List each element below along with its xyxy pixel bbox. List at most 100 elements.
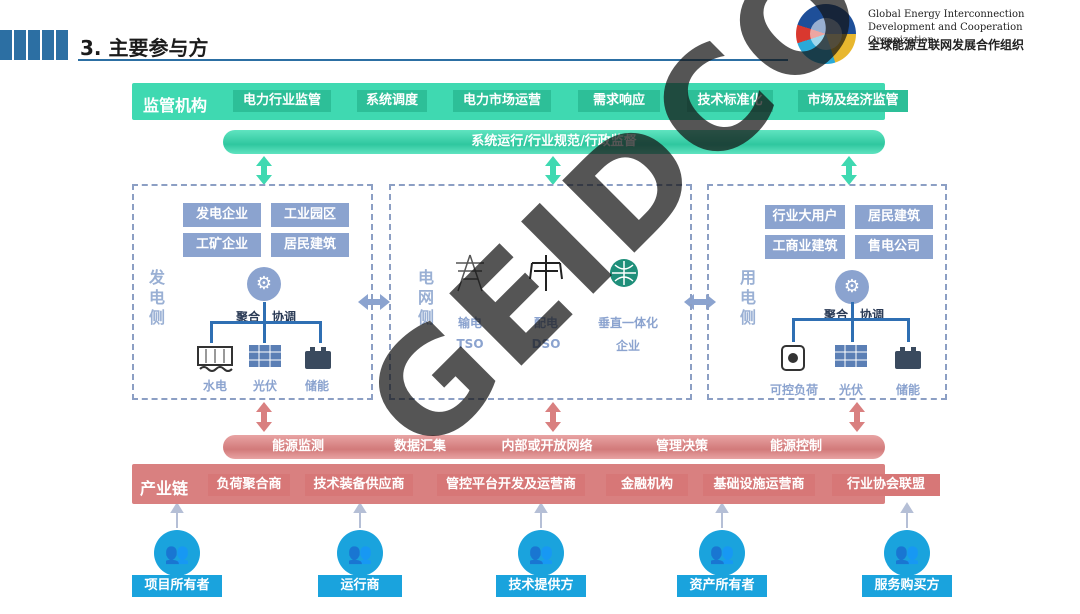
grid-label-char: 网 [417,288,434,307]
state-grid-icon [610,259,638,287]
regulator-label: 监管机构 [143,96,208,115]
participant-label: 运行商 [318,575,402,597]
connector [319,321,322,343]
generation-label: 发 电 侧 [147,268,167,328]
grid-label-char: 电 [417,268,434,287]
grid-label-char: 侧 [417,308,434,327]
industry-label: 产业链 [140,479,189,498]
regulator-item: 技术标准化 [687,90,773,112]
distribution-pole-icon [529,255,563,291]
participant-label: 服务购买方 [862,575,952,597]
red-pipe-item: 能源监测 [271,439,324,454]
connector [263,321,266,343]
connector [263,302,266,322]
industry-item: 金融机构 [606,474,688,496]
connector [907,318,910,342]
consumption-label: 用 电 侧 [738,268,758,328]
battery-icon [895,347,921,369]
industry-item: 负荷聚合商 [208,474,290,496]
industry-item: 管控平台开发及运营商 [437,474,585,496]
generation-tile: 工矿企业 [183,233,261,257]
consumption-box [707,184,947,400]
red-pipe-item: 能源控制 [769,439,822,454]
page-title: 3. 主要参与方 [80,36,209,60]
connector [210,321,213,343]
red-pipe [223,435,885,459]
participant-label: 技术提供方 [496,575,586,597]
logo-highlight [810,18,842,50]
device-label: 光伏 [838,383,863,397]
red-arrows [256,402,865,432]
gear-icon: ⚙ [835,270,869,304]
red-pipe-item: 内部或开放网络 [501,439,593,454]
generation-label-char: 发 [148,268,165,287]
people-arrows [170,502,914,528]
controllable-load-icon [781,345,805,371]
generation-label-char: 侧 [148,308,165,327]
generation-tile: 发电企业 [183,203,261,227]
consumption-tile: 居民建筑 [855,205,933,229]
transmission-tower-icon [456,254,484,292]
industry-item: 基础设施运营商 [703,474,815,496]
device-label: 储能 [304,379,329,393]
connector [851,318,854,342]
grid-item-name: 垂直一体化 [597,316,658,330]
grid-item-code: 企业 [615,339,640,353]
gear-icon: ⚙ [247,267,281,301]
user-icon: 👥 [337,530,383,576]
participant-label: 资产所有者 [677,575,767,597]
grid-item-code: DSO [531,337,561,351]
consumption-tile: 工商业建筑 [765,235,845,259]
generation-tile: 工业园区 [271,203,349,227]
grid-item-code: TSO [456,337,484,351]
grid-item: 配电 DSO [516,314,576,351]
generation-box [132,184,373,400]
grid-item: 垂直一体化企业 [588,314,668,354]
industry-item: 行业协会联盟 [832,474,940,496]
device-label: 可控负荷 [769,383,818,397]
green-pipe: 系统运行/行业规范/行政监督 [223,130,885,154]
battery-icon [305,347,331,369]
hydro-icon [197,346,233,372]
solar-panel-icon [249,345,281,367]
device-label: 光伏 [252,379,277,393]
user-icon: 👥 [699,530,745,576]
grid-label: 电 网 侧 [416,268,436,328]
grid-item-name: 输电 [457,316,482,330]
consumption-label-char: 侧 [739,308,756,327]
connector [851,302,854,320]
org-name-en: Global Energy Interconnection Developmen… [868,8,1080,47]
header-decoration [0,30,68,60]
connector [792,318,795,342]
regulator-item: 系统调度 [357,90,427,112]
regulator-item: 市场及经济监管 [798,90,908,112]
red-pipe-item: 数据汇集 [393,439,446,454]
coordinate-label: 协调 [272,310,297,324]
org-name-cn: 全球能源互联网发展合作组织 [868,38,1025,52]
solar-panel-icon [835,345,867,367]
header-divider [78,59,788,61]
org-name-en-line1: Global Energy Interconnection [868,9,1025,20]
industry-item: 技术装备供应商 [305,474,413,496]
generation-tile: 居民建筑 [271,233,349,257]
consumption-tile: 售电公司 [855,235,933,259]
regulator-item: 电力行业监管 [233,90,331,112]
user-icon: 👥 [518,530,564,576]
regulator-item: 需求响应 [578,90,660,112]
green-arrows [256,156,857,185]
aggregate-label: 聚合 [236,310,261,324]
red-pipe-item: 管理决策 [655,439,708,454]
grid-item-name: 配电 [533,316,558,330]
consumption-tile: 行业大用户 [765,205,845,229]
grid-item: 输电 TSO [440,314,500,351]
user-icon: 👥 [154,530,200,576]
consumption-label-char: 用 [739,268,756,287]
device-label: 储能 [895,383,920,397]
participant-label: 项目所有者 [132,575,222,597]
org-name-en-line2: Development and Cooperation Organization [868,22,1023,46]
regulator-item: 电力市场运营 [453,90,551,112]
generation-label-char: 电 [148,288,165,307]
device-label: 水电 [202,379,227,393]
connector [210,321,322,324]
consumption-label-char: 电 [739,288,756,307]
